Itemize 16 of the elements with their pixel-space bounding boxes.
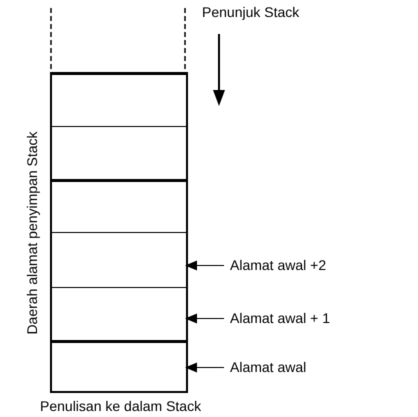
arrow <box>185 362 224 372</box>
address-label: Alamat awal +2 <box>230 257 326 273</box>
stack-cell <box>50 179 188 232</box>
stack-column <box>50 8 186 393</box>
address-label: Alamat awal + 1 <box>230 310 330 326</box>
arrow <box>185 260 224 270</box>
stack-cell <box>50 340 188 393</box>
stack-cell <box>50 126 188 179</box>
caption: Penulisan ke dalam Stack <box>40 398 202 414</box>
address-label: Alamat awal <box>230 359 306 375</box>
stack-cell <box>50 232 188 287</box>
pointer-label: Penunjuk Stack <box>202 4 300 20</box>
stack-cell <box>50 287 188 340</box>
stack-cell <box>50 72 188 126</box>
arrow <box>185 314 224 324</box>
axis-caption: Daerah alamat penyimpan Stack <box>24 130 40 334</box>
